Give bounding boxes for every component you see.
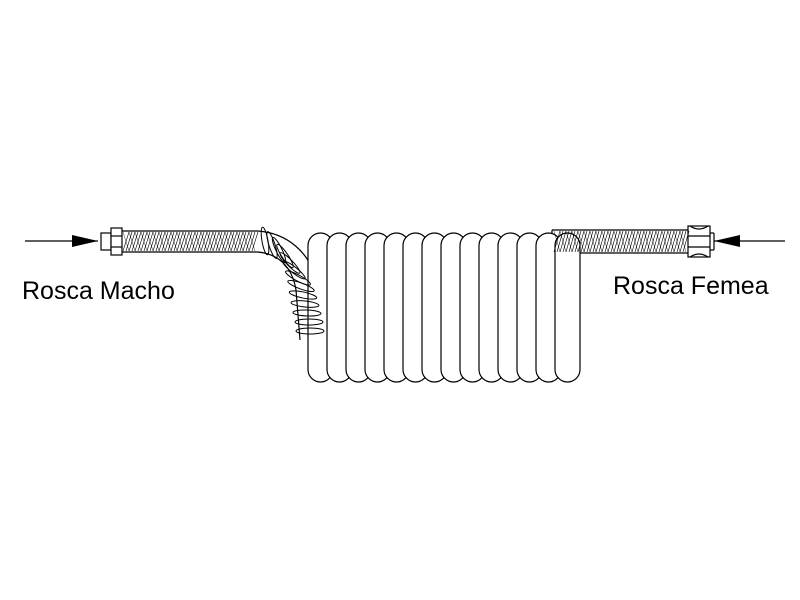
female-thread-label: Rosca Femea: [613, 272, 769, 300]
braid-texture: [122, 230, 690, 253]
coil-loop: [554, 232, 581, 383]
right-arrow-icon: [714, 235, 785, 247]
hex-nut-icon: [687, 225, 715, 258]
left-straight-hose: [122, 230, 258, 253]
spring-guard: [260, 226, 325, 335]
left-arrow-icon: [25, 235, 98, 247]
hose-coils: [307, 232, 581, 383]
male-thread-label: Rosca Macho: [22, 277, 175, 305]
male-fitting-icon: [100, 227, 123, 256]
